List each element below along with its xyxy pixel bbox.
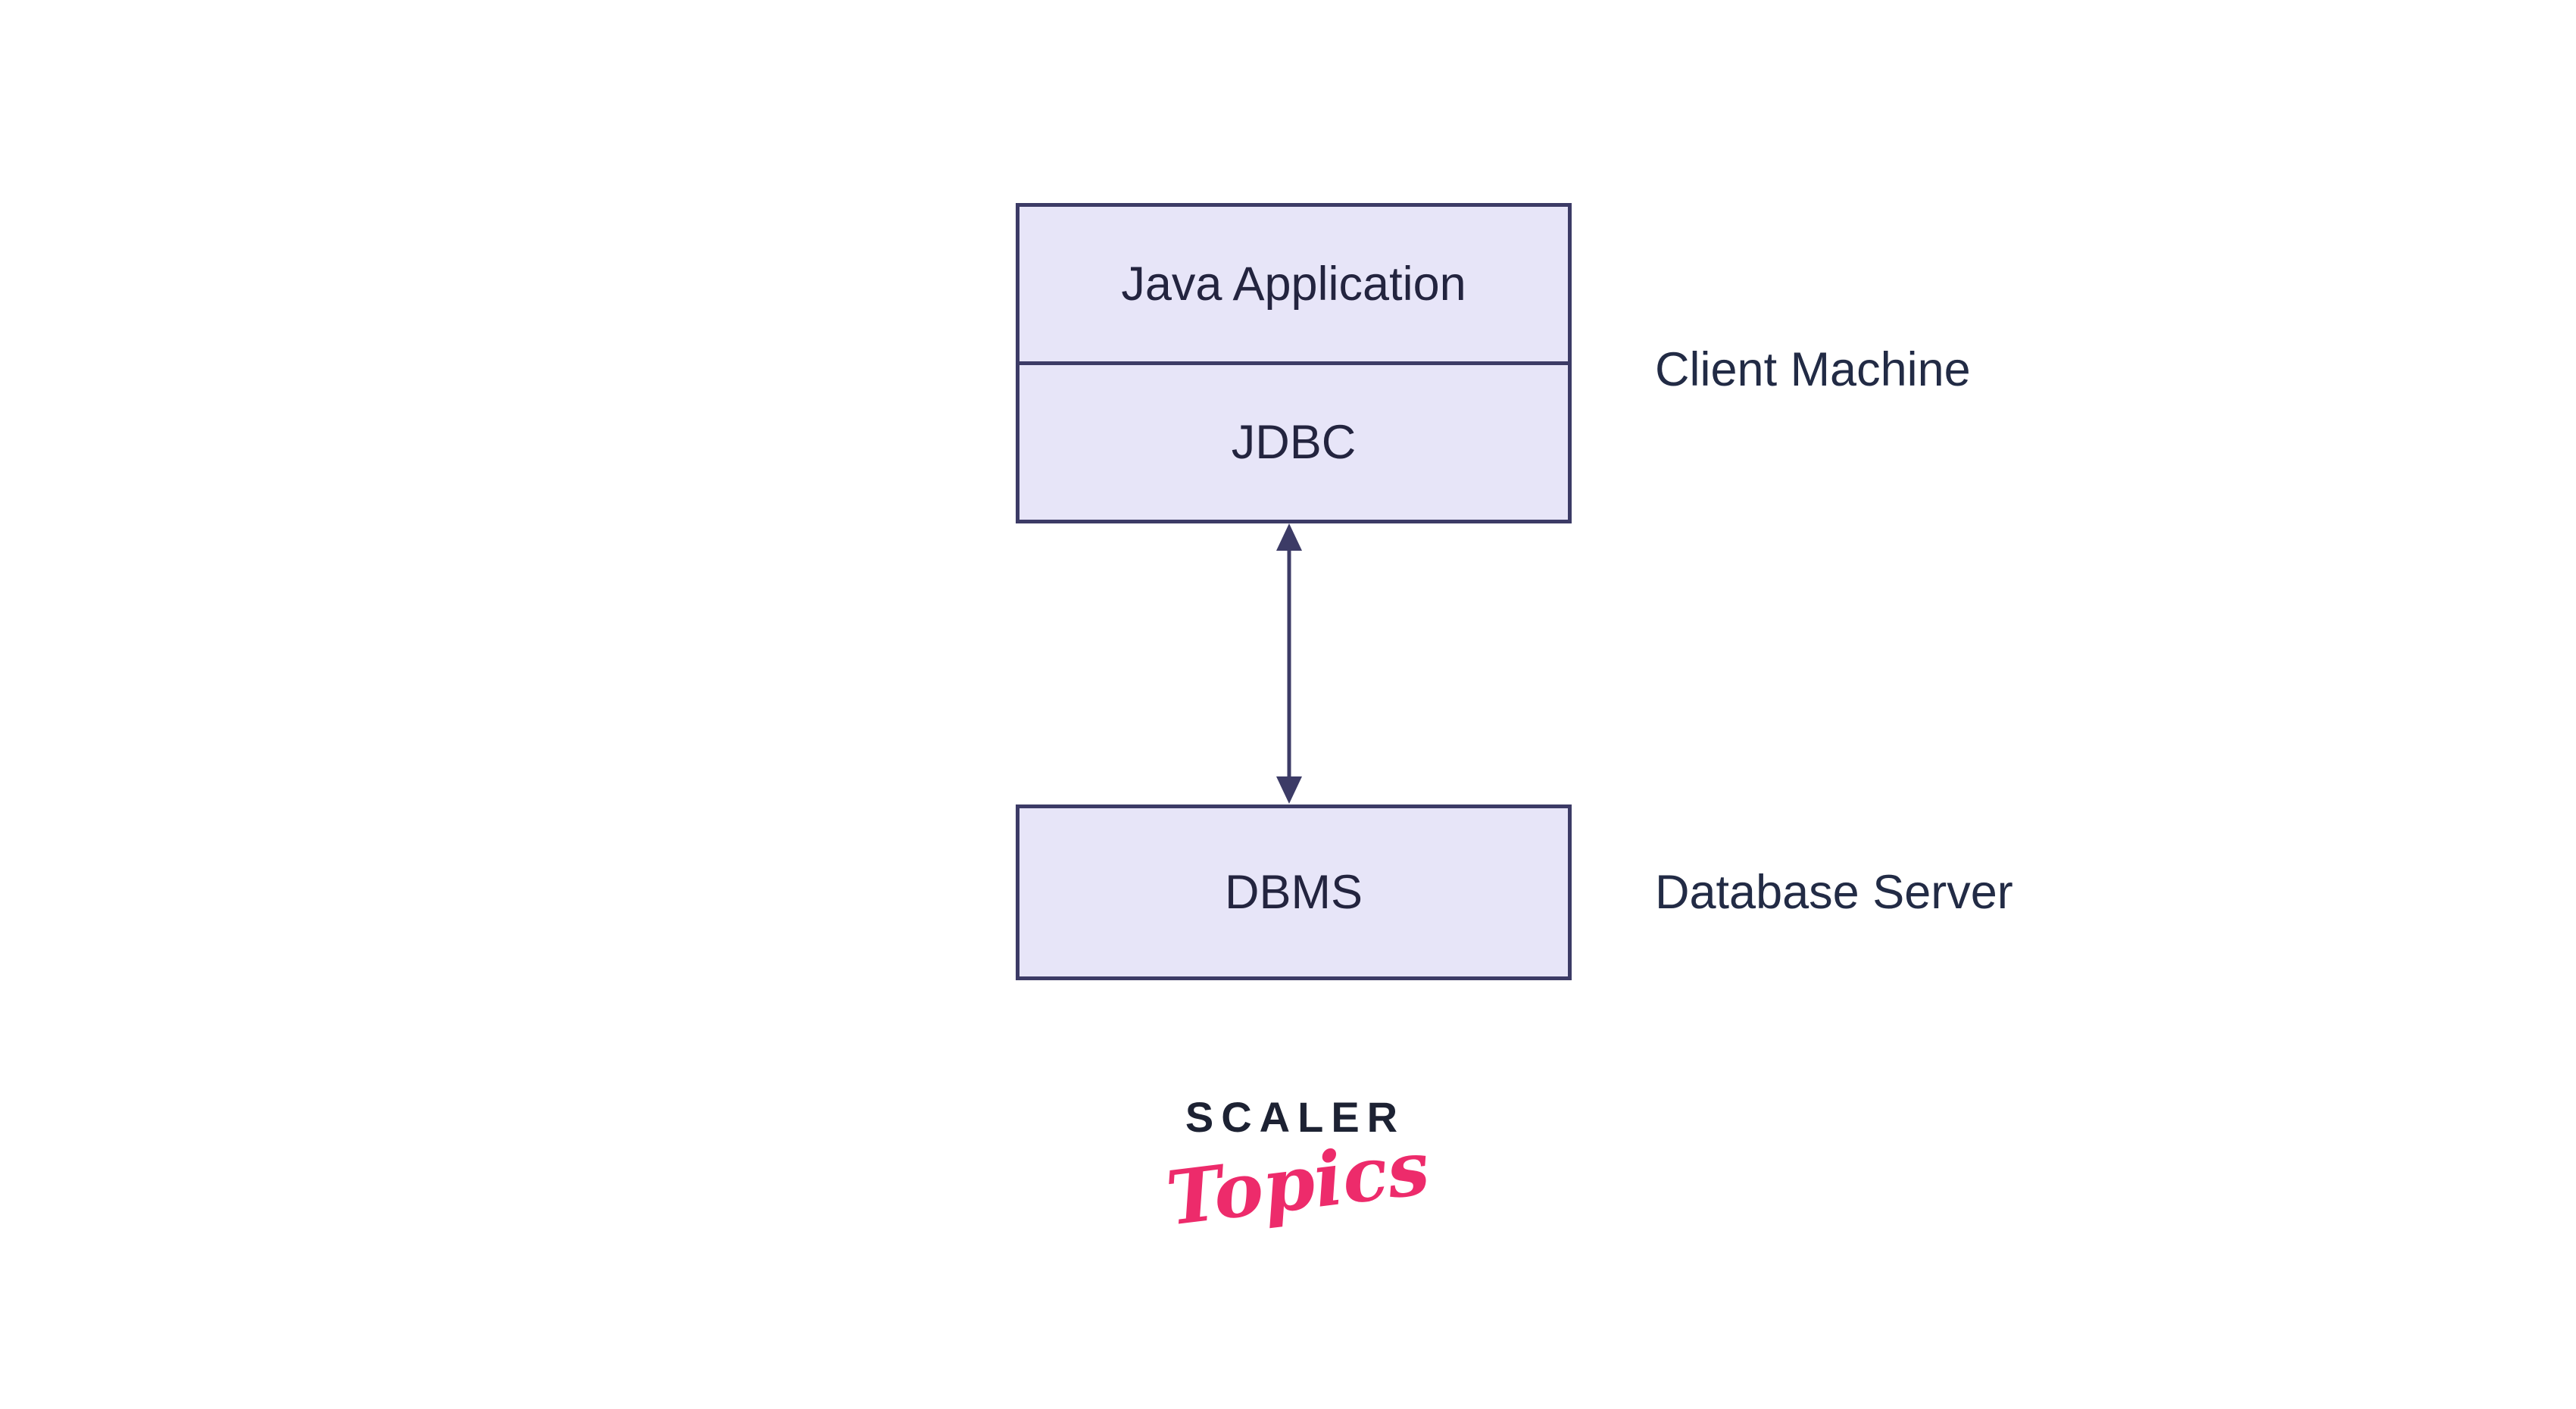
logo-topics-text: Topics bbox=[1162, 1124, 1435, 1243]
database-server-label: Database Server bbox=[1655, 866, 2013, 919]
arrowhead-up-icon bbox=[1276, 523, 1302, 551]
dbms-box: DBMS bbox=[1016, 804, 1572, 980]
scaler-topics-logo: SCALER Topics bbox=[1162, 1092, 1434, 1243]
java-application-box: Java Application bbox=[1019, 207, 1568, 365]
dbms-label: DBMS bbox=[1224, 866, 1363, 919]
logo-scaler-text: SCALER bbox=[1185, 1093, 1406, 1141]
java-application-label: Java Application bbox=[1121, 258, 1466, 311]
double-arrow-icon bbox=[1276, 523, 1302, 804]
jdbc-box: JDBC bbox=[1019, 365, 1568, 520]
client-machine-label: Client Machine bbox=[1655, 343, 1971, 396]
client-stack-box: Java Application JDBC bbox=[1016, 203, 1572, 523]
jdbc-label: JDBC bbox=[1231, 416, 1357, 469]
arrowhead-down-icon bbox=[1276, 776, 1302, 804]
